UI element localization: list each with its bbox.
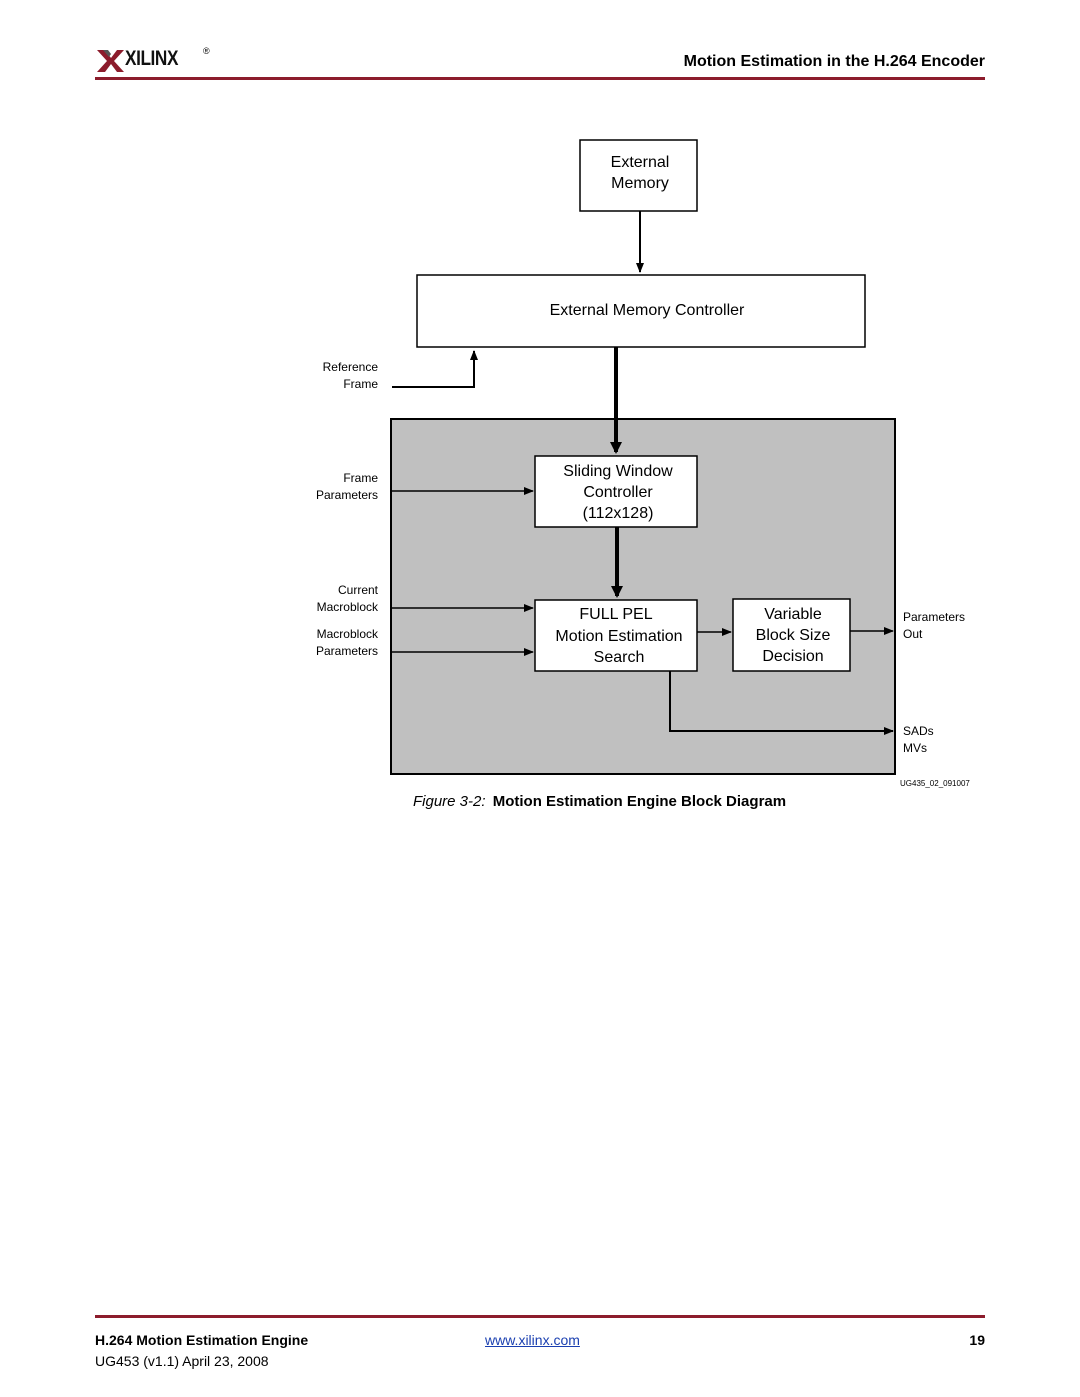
arrow-reference-frame	[392, 350, 478, 388]
macroblock-parameters-line2: Parameters	[316, 644, 378, 658]
external-memory-line1: External	[611, 154, 670, 171]
frame-parameters-line2: Parameters	[316, 488, 378, 502]
logo-text: XILINX	[125, 47, 179, 70]
sliding-window-line2: Controller	[583, 484, 653, 501]
current-macroblock-line1: Current	[338, 583, 379, 597]
footer-doc-title: H.264 Motion Estimation Engine	[95, 1332, 309, 1348]
variable-block-line2: Block Size	[756, 627, 831, 644]
frame-parameters-line1: Frame	[343, 471, 378, 485]
macroblock-parameters-line1: Macroblock	[317, 627, 379, 641]
full-pel-line1: FULL PEL	[579, 606, 652, 623]
memory-controller-label: External Memory Controller	[550, 302, 745, 319]
memory-controller-box	[416, 274, 866, 348]
parameters-out-line2: Out	[903, 627, 923, 641]
current-macroblock-line2: Macroblock	[317, 600, 379, 614]
variable-block-line1: Variable	[764, 606, 822, 623]
parameters-out-line1: Parameters	[903, 610, 965, 624]
reference-frame-line1: Reference	[323, 360, 379, 374]
footer-rule	[95, 1315, 985, 1318]
external-memory-line2: Memory	[611, 175, 669, 192]
section-title: Motion Estimation in the H.264 Encoder	[683, 53, 985, 70]
page-number: 19	[969, 1332, 985, 1348]
full-pel-line3: Search	[594, 649, 645, 666]
figure-title: Motion Estimation Engine Block Diagram	[492, 793, 787, 810]
sads-mvs-line1: SADs	[903, 724, 934, 738]
sads-mvs-line2: MVs	[903, 741, 927, 755]
block-diagram: External Memory External Memory Controll…	[316, 139, 970, 788]
footer-url-link[interactable]: www.xilinx.com	[485, 1332, 580, 1348]
xilinx-logo: XILINX ®	[95, 44, 215, 78]
full-pel-line2: Motion Estimation	[555, 628, 682, 645]
reference-frame-line2: Frame	[343, 377, 378, 391]
footer-doc-id: UG453 (v1.1) April 23, 2008	[95, 1353, 269, 1369]
arrow-sads-mvs	[669, 671, 894, 735]
external-memory-box	[579, 139, 698, 212]
sliding-window-line1: Sliding Window	[563, 463, 673, 480]
variable-block-box	[732, 598, 851, 672]
figure-id: UG435_02_091007	[900, 779, 970, 788]
sliding-window-line3: (112x128)	[583, 505, 654, 522]
variable-block-line3: Decision	[762, 648, 823, 665]
registered-mark: ®	[203, 46, 210, 56]
figure-label: Figure 3-2:	[413, 793, 486, 810]
header-rule	[95, 77, 985, 80]
full-pel-box	[534, 599, 698, 672]
xilinx-mark-icon	[97, 50, 124, 72]
figure-caption: Figure 3-2: Motion Estimation Engine Blo…	[413, 793, 1080, 810]
